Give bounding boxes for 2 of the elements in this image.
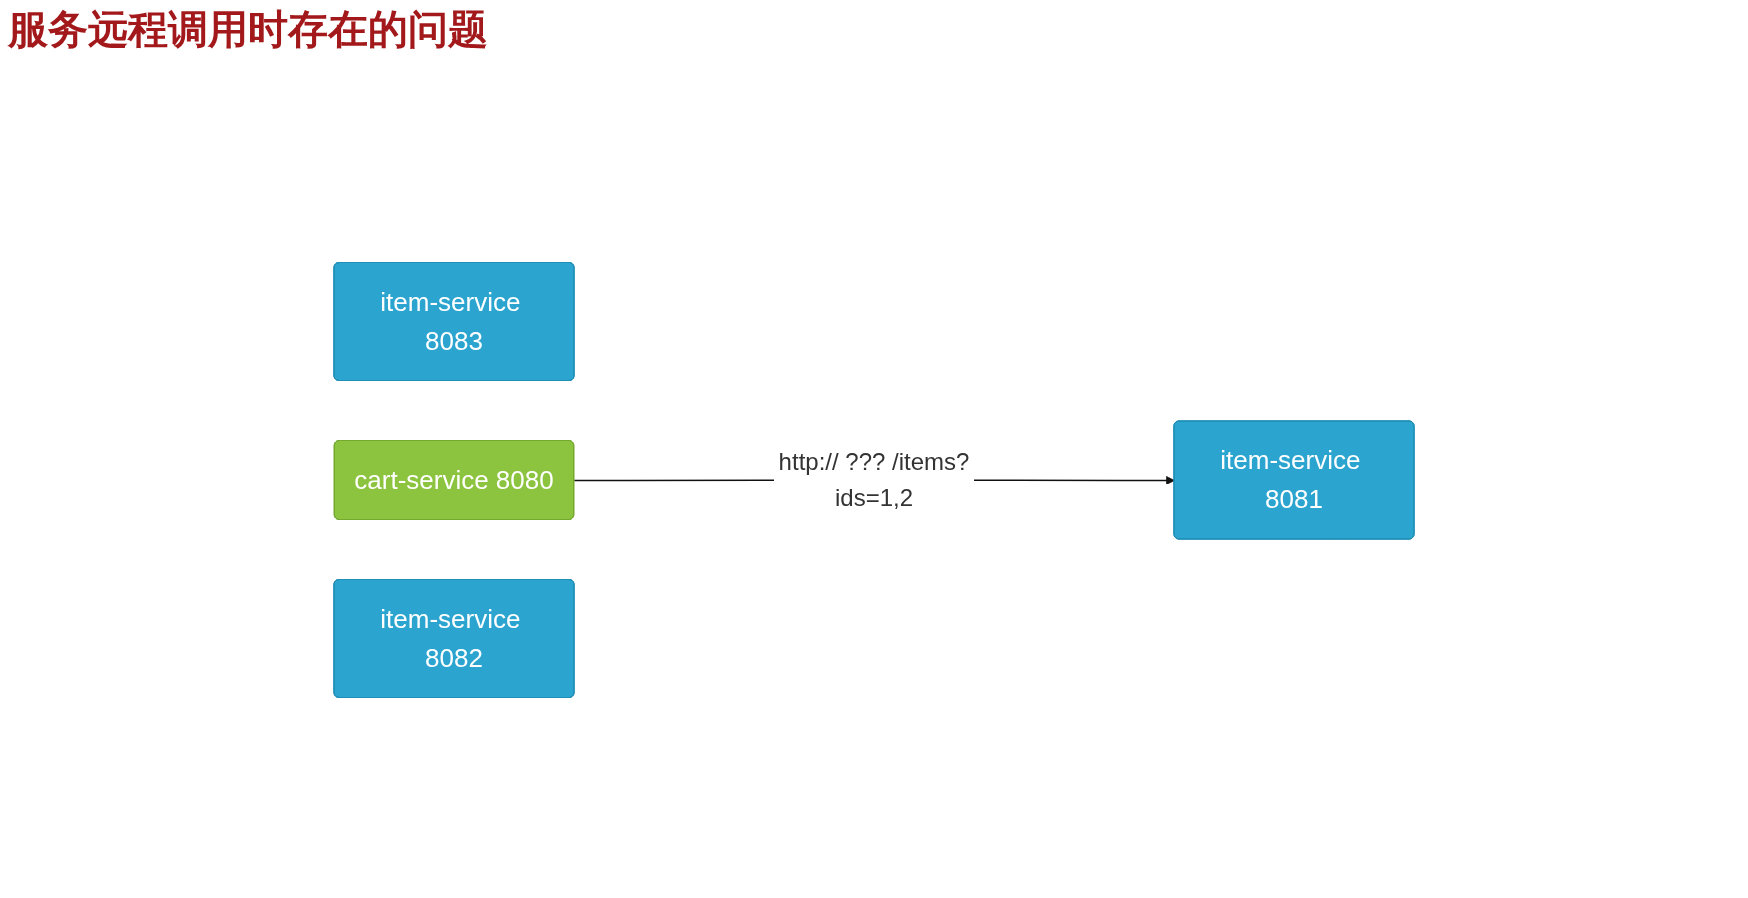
edge-label: http:// ??? /items?ids=1,2: [778, 448, 970, 511]
title: 服务远程调用时存在的问题: [8, 5, 488, 54]
